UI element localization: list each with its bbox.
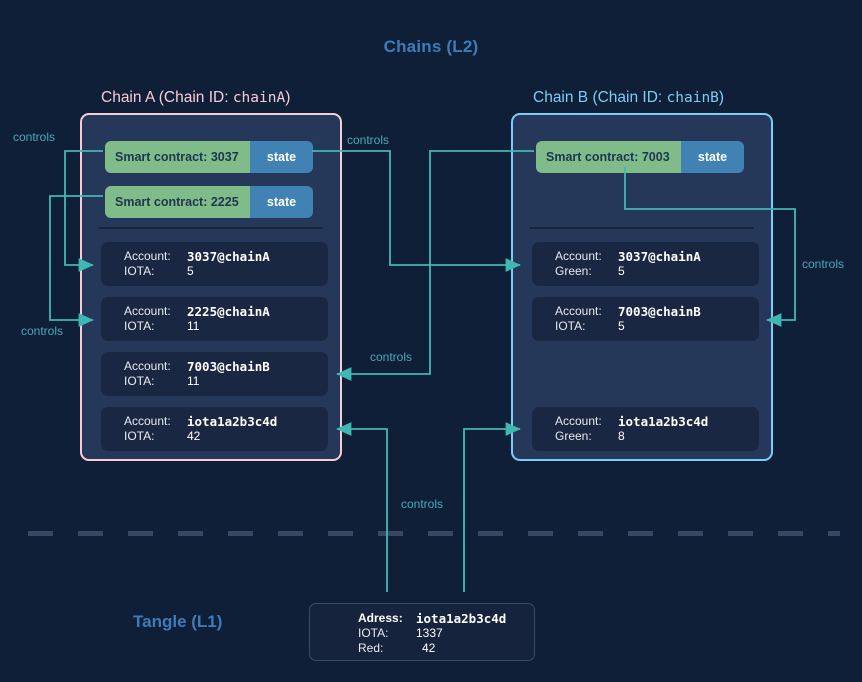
chain-a-account-3: Account: iota1a2b3c4d IOTA: 42 bbox=[101, 407, 328, 451]
contract-state-label: state bbox=[250, 186, 313, 218]
account-key: Account: bbox=[555, 249, 602, 263]
contract-name-label: Smart contract: 2225 bbox=[105, 186, 250, 218]
tangle-address-box: Adress: iota1a2b3c4d IOTA: 1337 Red: 42 bbox=[309, 603, 535, 661]
chain-a-title-suffix: ) bbox=[285, 89, 291, 106]
address-key: Adress: bbox=[358, 611, 403, 625]
chain-a-divider bbox=[99, 227, 323, 229]
account-key: Account: bbox=[124, 249, 171, 263]
chain-b-title: Chain B (Chain ID: chainB) bbox=[533, 89, 724, 107]
balance-value: 5 bbox=[187, 264, 194, 278]
wire-label-left-bottom: controls bbox=[21, 324, 64, 338]
account-id: 3037@chainA bbox=[187, 249, 270, 264]
chain-b-account-2: Account: iota1a2b3c4d Green: 8 bbox=[532, 407, 759, 451]
wire-chaina-state-to-chainb-account bbox=[312, 150, 521, 272]
chain-b-title-prefix: Chain B (Chain ID: bbox=[533, 89, 667, 106]
chain-a-account-1: Account: 2225@chainA IOTA: 11 bbox=[101, 297, 328, 341]
account-key: Account: bbox=[555, 414, 602, 428]
chain-a-title-prefix: Chain A (Chain ID: bbox=[101, 89, 233, 106]
wire-label-bottom: controls bbox=[401, 497, 444, 511]
account-key: Account: bbox=[124, 359, 171, 373]
balance-value: 42 bbox=[187, 429, 201, 443]
balance-key: IOTA: bbox=[124, 264, 155, 278]
account-id: 2225@chainA bbox=[187, 304, 270, 319]
wire-label-right: controls bbox=[802, 257, 845, 271]
iota-key: IOTA: bbox=[358, 626, 389, 640]
contract-name-label: Smart contract: 7003 bbox=[536, 141, 681, 173]
red-value: 42 bbox=[422, 641, 436, 655]
chain-b-account-1: Account: 7003@chainB IOTA: 5 bbox=[532, 297, 759, 341]
chain-a-title: Chain A (Chain ID: chainA) bbox=[101, 89, 290, 107]
tangle-dashed-separator bbox=[28, 531, 840, 536]
wire-label-mid-top: controls bbox=[347, 133, 390, 147]
account-id: 7003@chainB bbox=[618, 304, 701, 319]
account-key: Account: bbox=[555, 304, 602, 318]
contract-state-label: state bbox=[681, 141, 744, 173]
account-id: 3037@chainA bbox=[618, 249, 701, 264]
wire-tangle-to-chaina-iota-account bbox=[336, 422, 388, 592]
wire-chainb-state-to-chaina-account bbox=[336, 150, 534, 381]
chain-b-divider bbox=[530, 227, 754, 229]
red-key: Red: bbox=[358, 641, 384, 655]
balance-key: Green: bbox=[555, 264, 592, 278]
balance-value: 5 bbox=[618, 319, 625, 333]
chain-b-title-suffix: ) bbox=[718, 89, 725, 106]
chain-a-account-0: Account: 3037@chainA IOTA: 5 bbox=[101, 242, 328, 286]
chain-a-title-id: chainA bbox=[232, 90, 286, 106]
chain-a-contract-0[interactable]: Smart contract: 3037 state bbox=[105, 141, 313, 173]
balance-value: 8 bbox=[618, 429, 625, 443]
account-id: 7003@chainB bbox=[187, 359, 270, 374]
balance-key: IOTA: bbox=[124, 374, 155, 388]
wire-label-left-top: controls bbox=[13, 130, 56, 144]
chain-b-account-0: Account: 3037@chainA Green: 5 bbox=[532, 242, 759, 286]
chain-a-account-2: Account: 7003@chainB IOTA: 11 bbox=[101, 352, 328, 396]
chain-a-contract-1[interactable]: Smart contract: 2225 state bbox=[105, 186, 313, 218]
balance-value: 11 bbox=[187, 374, 200, 388]
contract-name-label: Smart contract: 3037 bbox=[105, 141, 250, 173]
balance-key: IOTA: bbox=[555, 319, 586, 333]
account-id: iota1a2b3c4d bbox=[618, 414, 709, 429]
page-title-l1: Tangle (L1) bbox=[133, 612, 223, 631]
balance-key: IOTA: bbox=[124, 429, 155, 443]
account-key: Account: bbox=[124, 304, 171, 318]
chain-b-contract-0[interactable]: Smart contract: 7003 state bbox=[536, 141, 744, 173]
balance-key: IOTA: bbox=[124, 319, 155, 333]
account-key: Account: bbox=[124, 414, 171, 428]
balance-key: Green: bbox=[555, 429, 592, 443]
iota-value: 1337 bbox=[416, 626, 443, 640]
chain-b-panel: Smart contract: 7003 state Account: 3037@… bbox=[511, 113, 773, 461]
balance-value: 11 bbox=[187, 319, 200, 333]
page-title-l2: Chains (L2) bbox=[383, 37, 479, 56]
contract-state-label: state bbox=[250, 141, 313, 173]
address-value: iota1a2b3c4d bbox=[416, 611, 507, 626]
chain-a-panel: Smart contract: 3037 state Smart contrac… bbox=[80, 113, 342, 461]
balance-value: 5 bbox=[618, 264, 625, 278]
wire-label-mid-bottom: controls bbox=[370, 350, 413, 364]
account-id: iota1a2b3c4d bbox=[187, 414, 278, 429]
chain-b-title-id: chainB bbox=[666, 90, 719, 106]
